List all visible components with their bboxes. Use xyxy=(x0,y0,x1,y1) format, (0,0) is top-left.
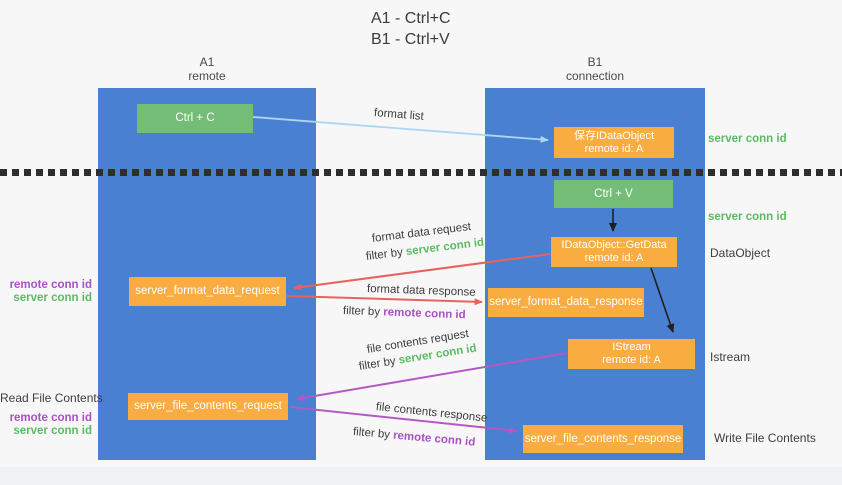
label-read-file-contents: Read File Contents xyxy=(0,391,103,405)
node-idataobject-getdata: IDataObject::GetData remote id: A xyxy=(551,237,677,267)
left-labels-file-request: remote conn id server conn id xyxy=(0,412,92,438)
node-idataobject-getdata-line2: remote id: A xyxy=(584,252,644,264)
bottom-band xyxy=(0,467,842,485)
filter-key-remote-conn-id: remote conn id xyxy=(392,429,476,449)
side-label-istream: Istream xyxy=(710,350,751,364)
edge-label-file-contents-response-filter: filter by remote conn id xyxy=(352,426,475,449)
lane-a1-subtitle: remote xyxy=(188,69,226,83)
lane-header-a1: A1 remote xyxy=(98,55,316,83)
diagram-title: A1 - Ctrl+C B1 - Ctrl+V xyxy=(371,8,451,50)
node-istream-line2: remote id: A xyxy=(602,354,661,366)
node-save-idataobject-line2: remote id: A xyxy=(584,142,644,155)
lane-a1-name: A1 xyxy=(199,55,215,69)
label-remote-conn-id: remote conn id xyxy=(9,412,92,424)
node-server-format-data-response: server_format_data_response xyxy=(488,288,644,317)
node-save-idataobject: 保存IDataObject remote id: A xyxy=(554,127,674,158)
edge-label-format-data-response-filter: filter by remote conn id xyxy=(343,305,466,321)
lane-b1-name: B1 xyxy=(587,55,603,69)
left-labels-format-request: remote conn id server conn id xyxy=(0,279,92,305)
left-label-read-file-contents: Read File Contents xyxy=(0,391,103,405)
title-line-2: B1 - Ctrl+V xyxy=(371,31,450,48)
filter-key-remote-conn-id: remote conn id xyxy=(383,306,466,322)
side-label-server-conn-id-top: server conn id xyxy=(708,133,787,145)
filter-prefix: filter by xyxy=(358,354,400,373)
side-label-dataobject: DataObject xyxy=(710,246,771,260)
lane-header-b1: B1 connection xyxy=(485,55,705,83)
side-label-server-conn-id-mid: server conn id xyxy=(708,211,787,223)
node-server-format-data-request: server_format_data_request xyxy=(129,277,286,306)
node-istream-line1: IStream xyxy=(612,341,651,353)
node-ctrl-c: Ctrl + C xyxy=(137,104,253,133)
edge-label-format-list: format list xyxy=(373,107,425,123)
node-ctrl-v: Ctrl + V xyxy=(554,180,673,208)
label-remote-conn-id: remote conn id xyxy=(9,279,92,291)
side-label-write-file-contents: Write File Contents xyxy=(714,431,816,445)
node-istream: IStream remote id: A xyxy=(568,339,695,369)
node-idataobject-getdata-line1: IDataObject::GetData xyxy=(561,239,667,251)
node-server-file-contents-response-label: server_file_contents_response xyxy=(524,432,682,445)
node-server-file-contents-request: server_file_contents_request xyxy=(128,393,288,420)
filter-prefix: filter by xyxy=(365,246,407,263)
filter-prefix: filter by xyxy=(342,305,384,319)
session-divider-dotted-line xyxy=(0,169,842,176)
label-server-conn-id: server conn id xyxy=(13,292,92,304)
title-line-1: A1 - Ctrl+C xyxy=(371,10,451,27)
filter-prefix: filter by xyxy=(352,426,394,442)
node-ctrl-v-label: Ctrl + V xyxy=(594,187,633,200)
edge-label-format-data-response: format data response xyxy=(366,283,476,299)
node-ctrl-c-label: Ctrl + C xyxy=(175,112,215,124)
node-server-file-contents-response: server_file_contents_response xyxy=(523,425,683,453)
node-server-file-contents-request-label: server_file_contents_request xyxy=(134,400,282,412)
edge-label-file-contents-response: file contents response xyxy=(375,401,488,425)
lane-b1-subtitle: connection xyxy=(565,69,625,83)
node-server-format-data-request-label: server_format_data_request xyxy=(135,285,280,297)
filter-key-server-conn-id: server conn id xyxy=(405,236,485,259)
node-server-format-data-response-label: server_format_data_response xyxy=(489,296,643,308)
node-save-idataobject-line1: 保存IDataObject xyxy=(573,129,655,142)
label-server-conn-id: server conn id xyxy=(13,425,92,437)
